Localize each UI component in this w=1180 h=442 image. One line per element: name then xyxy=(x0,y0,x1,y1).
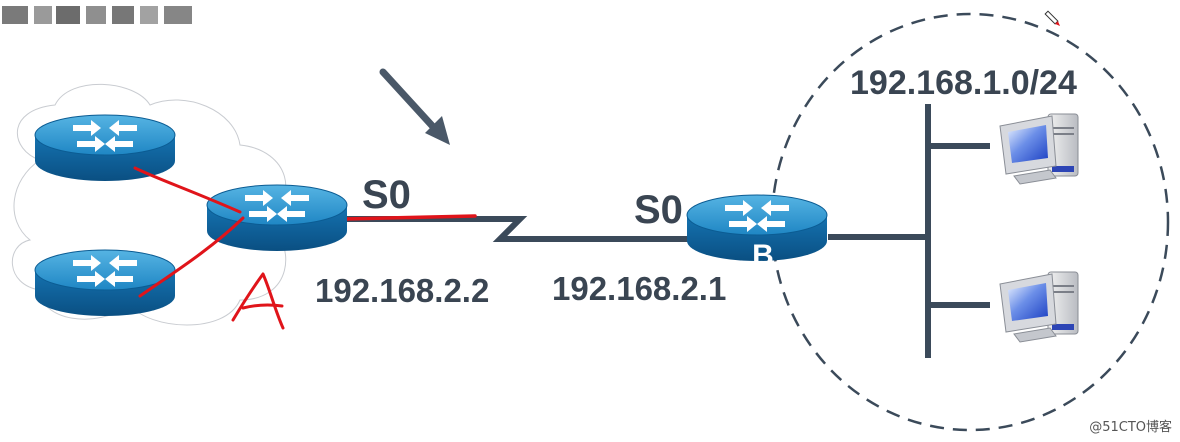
blurred-caption xyxy=(0,0,198,30)
router-b-label: B xyxy=(752,239,774,272)
router-bottom-left[interactable] xyxy=(35,250,175,316)
router-a-interface: S0 xyxy=(362,173,411,217)
router-icon xyxy=(207,185,347,251)
computer-icon[interactable] xyxy=(999,113,1079,185)
network-label: 192.168.1.0/24 xyxy=(850,64,1077,102)
router-a-annotation: A xyxy=(255,318,256,321)
watermark: @51CTO博客 xyxy=(1089,419,1172,435)
network-boundary xyxy=(770,12,1170,432)
router-a[interactable] xyxy=(207,185,347,251)
router-b-interface: S0 xyxy=(634,188,683,232)
arrow-icon xyxy=(379,68,450,145)
router-b-ip: 192.168.2.1 xyxy=(552,270,726,307)
router-a-ip: 192.168.2.2 xyxy=(315,272,489,309)
router-icon xyxy=(35,115,175,181)
red-annotation xyxy=(133,166,285,330)
router-top-left[interactable] xyxy=(35,115,175,181)
pencil-icon xyxy=(1044,10,1061,27)
router-icon xyxy=(35,250,175,316)
serial-link xyxy=(343,214,690,242)
lan-bus xyxy=(828,104,990,358)
computer-icon[interactable] xyxy=(999,271,1079,343)
